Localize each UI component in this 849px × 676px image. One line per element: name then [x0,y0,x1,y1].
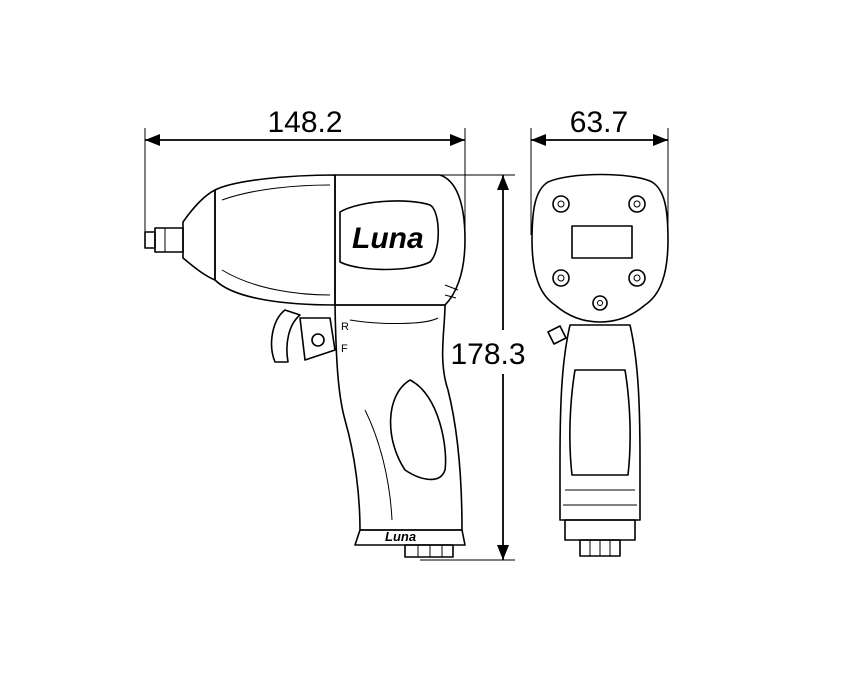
length-dimension-label: 148.2 [267,106,342,139]
brand-logo-handle: Luna [385,529,416,544]
width-dimension-label: 63.7 [570,106,628,139]
reverse-marking: R [341,321,349,333]
height-dimension-label: 178.3 [450,338,525,371]
brand-logo-side: Luna [352,222,424,255]
forward-marking: F [341,343,348,355]
height-dimension: 178.3 [420,174,535,561]
length-dimension: 148.2 [144,106,466,240]
side-view: Luna R F Luna [144,174,466,558]
rear-view [531,173,669,557]
width-dimension: 63.7 [530,106,669,235]
